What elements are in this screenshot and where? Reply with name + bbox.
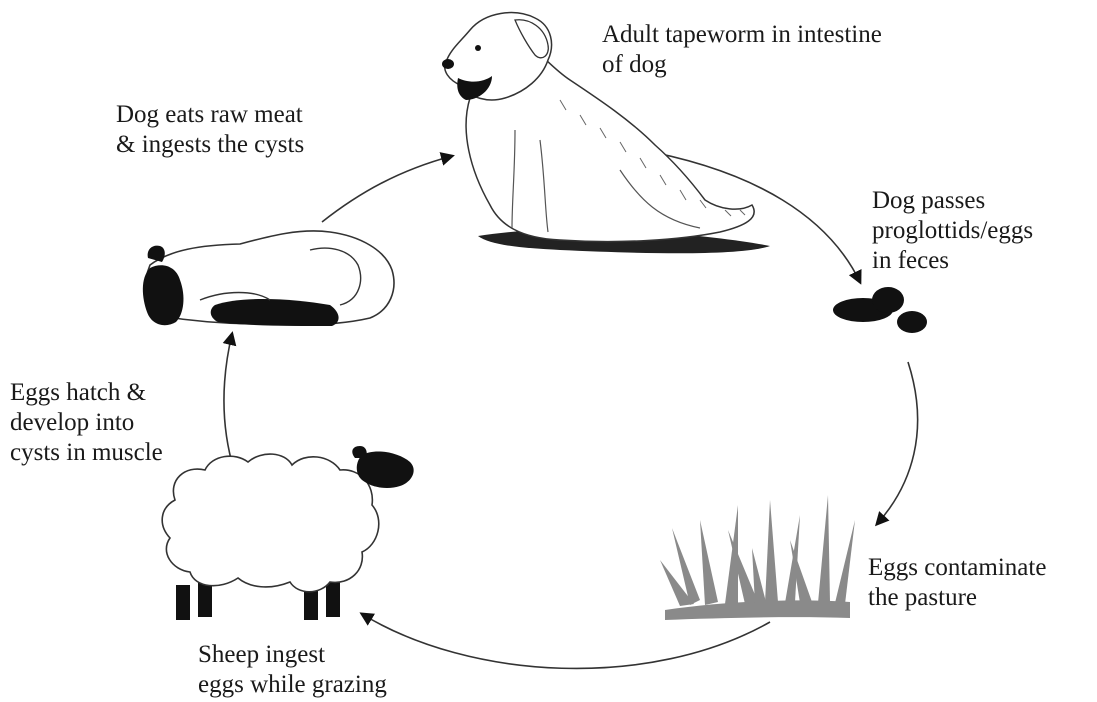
stage-label-dog: Adult tapeworm in intestine of dog (602, 20, 882, 80)
arrow-carcass-to-dog (322, 156, 452, 222)
stage-label-sheep: Sheep ingest eggs while grazing (198, 640, 387, 700)
stage-label-line: Eggs hatch & (10, 378, 163, 408)
stage-label-line: the pasture (868, 583, 1046, 613)
stage-label-line: proglottids/eggs (872, 216, 1033, 246)
stage-label-line: & ingests the cysts (116, 130, 304, 160)
sheep-icon (162, 446, 413, 620)
stage-label-eat: Dog eats raw meat & ingests the cysts (116, 100, 304, 160)
stage-label-line: in feces (872, 246, 1033, 276)
stage-label-line: Eggs contaminate (868, 553, 1046, 583)
stage-label-line: Adult tapeworm in intestine (602, 20, 882, 50)
stage-label-line: eggs while grazing (198, 670, 387, 700)
stage-label-line: Dog eats raw meat (116, 100, 304, 130)
stage-label-line: cysts in muscle (10, 438, 163, 468)
stage-label-line: Sheep ingest (198, 640, 387, 670)
stage-label-pasture: Eggs contaminate the pasture (868, 553, 1046, 613)
stage-label-line: of dog (602, 50, 882, 80)
arrow-pasture-to-sheep (362, 614, 770, 668)
stage-label-line: develop into (10, 408, 163, 438)
stage-label-cysts: Eggs hatch & develop into cysts in muscl… (10, 378, 163, 468)
arrow-feces-to-pasture (877, 362, 918, 524)
sheep-carcass-icon (143, 231, 394, 326)
stage-label-line: Dog passes (872, 186, 1033, 216)
grass-icon (660, 495, 855, 620)
stage-label-feces: Dog passes proglottids/eggs in feces (872, 186, 1033, 276)
arrow-sheep-to-carcass (224, 334, 234, 470)
feces-icon (833, 287, 927, 333)
